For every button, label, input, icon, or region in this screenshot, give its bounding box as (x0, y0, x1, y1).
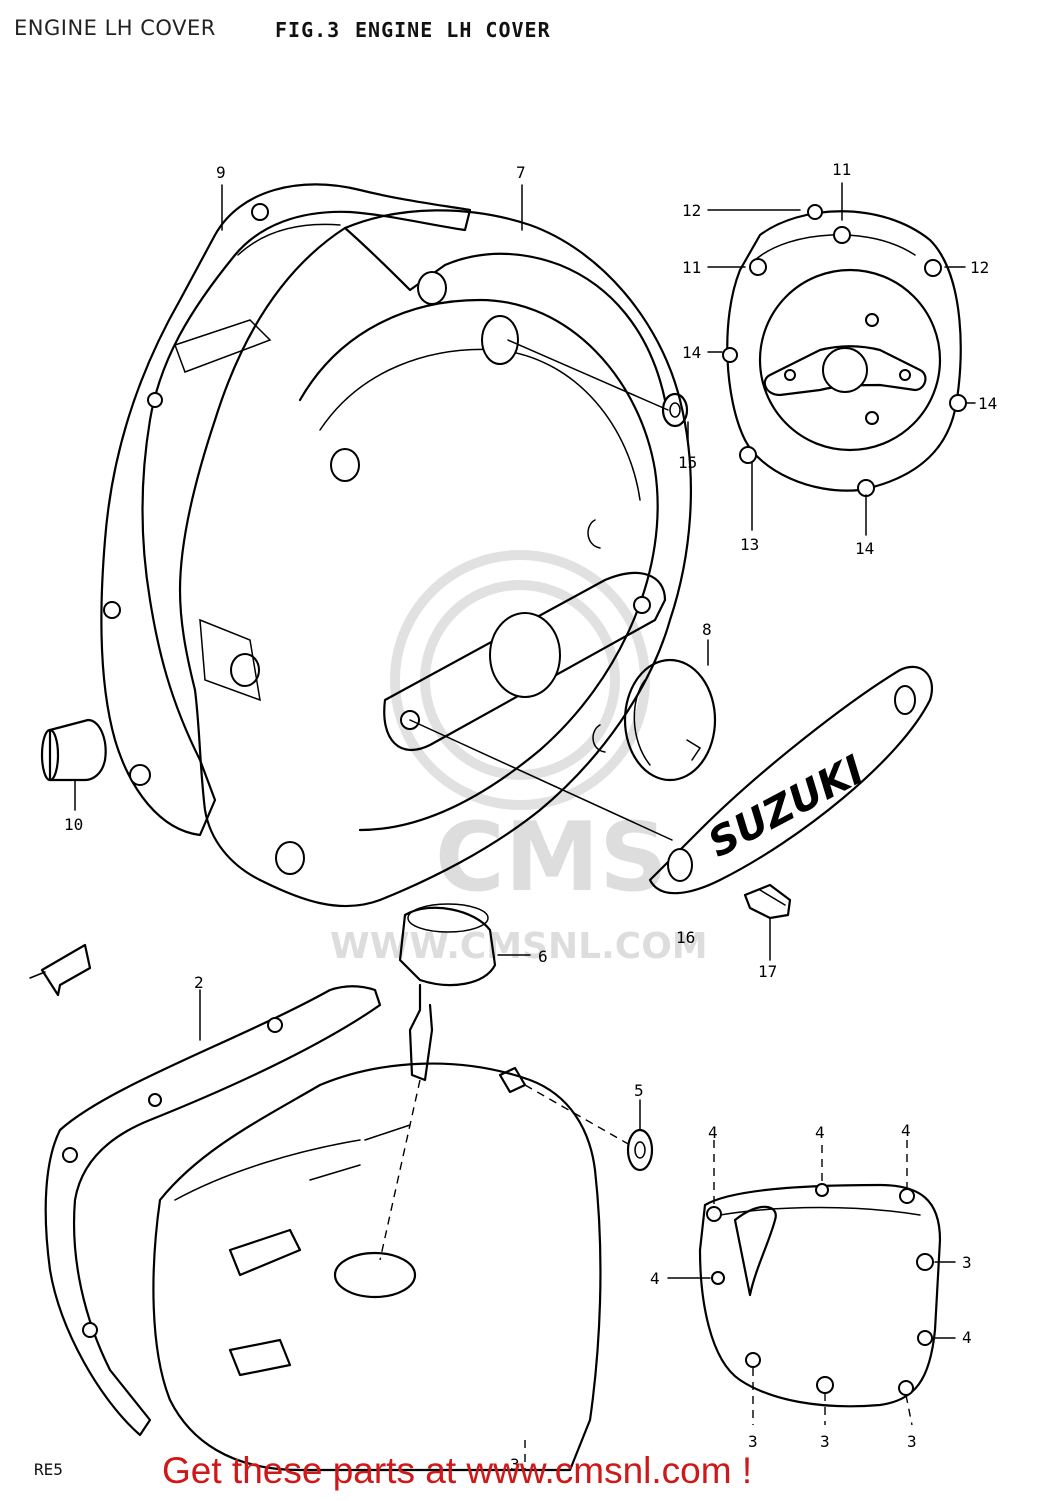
diagram-reference-code: RE5 (34, 1460, 63, 1479)
callout-5: 5 (634, 1081, 644, 1100)
callout-11-left: 11 (682, 258, 701, 277)
part-17-screw (743, 883, 792, 920)
callout-13: 13 (740, 535, 759, 554)
lower-right-cover (698, 1183, 942, 1408)
callout-4-d: 4 (650, 1269, 660, 1288)
part-7-lh-cover (178, 209, 692, 908)
callout-14-left: 14 (682, 343, 701, 362)
callout-8: 8 (702, 620, 712, 639)
callout-2: 2 (194, 973, 204, 992)
upper-small-cover (722, 204, 967, 497)
watermark-brand: CMS (435, 803, 668, 913)
front-arrow-symbol (29, 943, 92, 997)
callout-4-c: 4 (901, 1121, 911, 1140)
callout-9: 9 (216, 163, 226, 182)
lower-cover (152, 1062, 602, 1472)
callout-10: 10 (64, 815, 83, 834)
part-15-washer (661, 392, 689, 428)
callout-3-a: 3 (962, 1253, 972, 1272)
part-5-washer (524, 1084, 654, 1172)
part-10-dowel-pin (40, 718, 107, 782)
figure-label: FIG.3 (275, 18, 341, 42)
callout-12-left: 12 (682, 201, 701, 220)
callout-14-bottom: 14 (855, 539, 874, 558)
badge-brand-text: SUZUKI (701, 747, 872, 867)
callout-labels: 9 7 11 12 11 12 14 14 13 14 15 8 10 16 1… (64, 160, 997, 1474)
callout-4-a: 4 (708, 1123, 718, 1142)
watermark: CMS WWW.CMSNL.COM (330, 550, 708, 967)
page-title: ENGINE LH COVER (14, 16, 216, 40)
part-2-lower-gasket (44, 985, 382, 1437)
callout-3-e: 3 (510, 1455, 520, 1474)
part-6-filler-plug (398, 903, 531, 1082)
part-16-suzuki-badge: SUZUKI (648, 665, 933, 895)
leader-lines (74, 182, 976, 1426)
part-9-gasket (100, 183, 472, 837)
callout-11-top: 11 (832, 160, 851, 179)
get-parts-link[interactable]: Get these parts at www.cmsnl.com ! (162, 1450, 753, 1491)
figure-title: ENGINE LH COVER (355, 18, 551, 42)
callout-4-b: 4 (815, 1123, 825, 1142)
callout-3-b: 3 (748, 1432, 758, 1451)
callout-15: 15 (678, 453, 697, 472)
callout-7: 7 (516, 163, 526, 182)
watermark-url: WWW.CMSNL.COM (330, 926, 708, 967)
callout-4-e: 4 (962, 1328, 972, 1347)
callout-6: 6 (538, 947, 548, 966)
callout-3-c: 3 (820, 1432, 830, 1451)
callout-3-d: 3 (907, 1432, 917, 1451)
callout-12-right: 12 (970, 258, 989, 277)
part-8-plug-cap (623, 658, 717, 782)
callout-14-right: 14 (978, 394, 997, 413)
callout-16: 16 (676, 928, 695, 947)
callout-17: 17 (758, 962, 777, 981)
